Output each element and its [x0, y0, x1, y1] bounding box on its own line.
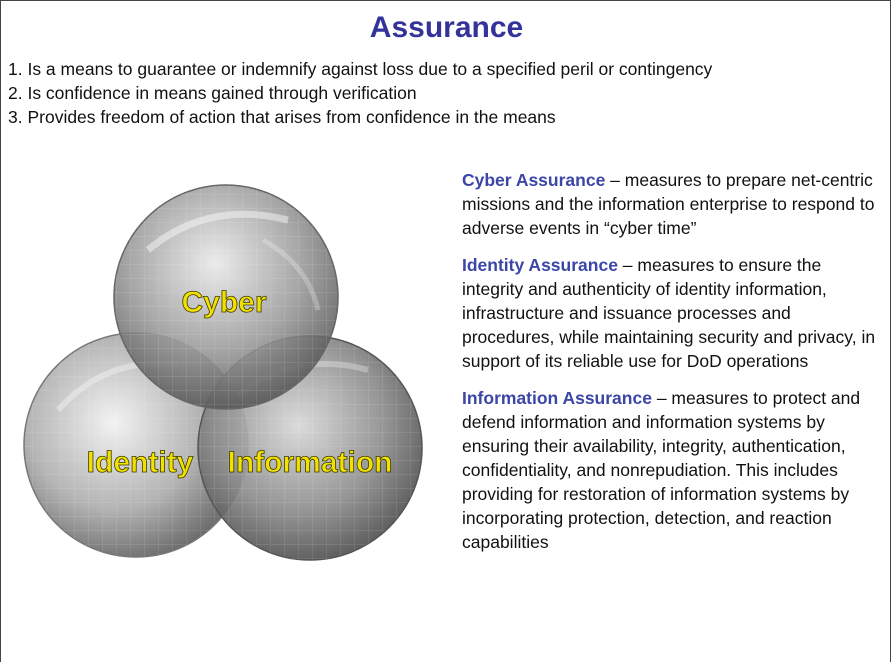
- identity-label: Identity: [87, 446, 194, 479]
- term-description: – measures to prepare net-centric missio…: [462, 170, 875, 238]
- term-name: Identity Assurance: [462, 255, 618, 275]
- assurance-venn-diagram: Cyber Identity Information: [23, 184, 423, 561]
- cyber-assurance-entry: Cyber Assurance – measures to prepare ne…: [462, 168, 887, 240]
- definition-item: 2. Is confidence in means gained through…: [8, 83, 417, 103]
- definition-item: 3. Provides freedom of action that arise…: [8, 107, 556, 127]
- term-description: – measures to protect and defend informa…: [462, 388, 861, 552]
- term-name: Information Assurance: [462, 388, 652, 408]
- information-assurance-entry: Information Assurance – measures to prot…: [462, 386, 887, 554]
- information-label: Information: [228, 446, 393, 479]
- cyber-circle: [113, 184, 339, 410]
- definition-item: 1. Is a means to guarantee or indemnify …: [8, 59, 713, 79]
- term-description: – measures to ensure the integrity and a…: [462, 255, 876, 371]
- assurance-types: Cyber Assurance – measures to prepare ne…: [462, 168, 887, 567]
- term-name: Cyber Assurance: [462, 170, 606, 190]
- identity-assurance-entry: Identity Assurance – measures to ensure …: [462, 253, 887, 373]
- cyber-label: Cyber: [181, 286, 266, 319]
- definition-list: 1. Is a means to guarantee or indemnify …: [8, 57, 888, 129]
- slide-title: Assurance: [369, 11, 524, 44]
